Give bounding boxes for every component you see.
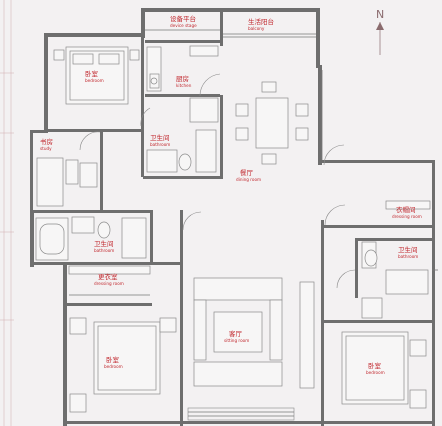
- north-compass: N: [376, 8, 384, 55]
- label-device-stage-en: device stage: [170, 23, 197, 28]
- bedroom-se-furniture: [341, 331, 427, 409]
- bathroom-n-furniture: [146, 129, 217, 173]
- bathroom-w-furniture: [35, 216, 147, 261]
- bedroom-nw-furniture: [53, 46, 140, 105]
- label-dressing-room-e-en: dressing room: [392, 214, 422, 219]
- walls: [30, 8, 435, 426]
- label-bathroom-n-en: bathroom: [150, 142, 170, 147]
- label-study-en: study: [40, 146, 52, 151]
- label-bathroom-e-zh: 卫生间: [398, 245, 418, 254]
- room-labels: 设备平台 device stage 生活阳台 balcony 卧室 bedroo…: [40, 14, 422, 375]
- label-bedroom-se-zh: 卧室: [368, 361, 382, 370]
- dressing-room-w-furniture: [68, 265, 151, 296]
- kitchen-furniture: [146, 45, 219, 123]
- label-bathroom-w-en: bathroom: [94, 248, 114, 253]
- label-sitting-room-en: sitting room: [224, 338, 249, 343]
- label-bedroom-sw-zh: 卧室: [106, 355, 120, 364]
- label-bedroom-se-en: bedroom: [366, 370, 385, 375]
- study-furniture: [36, 131, 101, 207]
- label-dining-room-zh: 餐厅: [240, 168, 254, 177]
- label-bathroom-w-zh: 卫生间: [94, 239, 114, 248]
- doors: [140, 73, 356, 289]
- label-device-stage-zh: 设备平台: [170, 14, 196, 23]
- label-dining-room-en: dining room: [236, 177, 261, 182]
- east-wing-furniture: [361, 200, 431, 319]
- label-bedroom-nw-en: bedroom: [85, 78, 104, 83]
- label-bedroom-sw-en: bedroom: [104, 364, 123, 369]
- windows: [145, 29, 438, 421]
- label-sitting-room-zh: 客厅: [229, 329, 243, 338]
- dimension-strip: [0, 0, 14, 426]
- dining-room-furniture: [235, 81, 309, 165]
- label-kitchen-en: kitchen: [176, 83, 192, 88]
- north-arrow-icon: [376, 22, 384, 30]
- label-balcony-en: balcony: [248, 26, 265, 31]
- compass-label: N: [376, 8, 384, 21]
- label-balcony-zh: 生活阳台: [248, 17, 274, 26]
- label-bathroom-e-en: bathroom: [398, 254, 418, 259]
- label-bathroom-n-zh: 卫生间: [150, 133, 170, 142]
- label-study-zh: 书房: [40, 137, 53, 146]
- bedroom-sw-furniture: [69, 317, 177, 413]
- label-dressing-room-w-zh: 更衣室: [98, 272, 118, 281]
- label-dressing-room-e-zh: 衣帽间: [396, 205, 416, 214]
- sitting-room-furniture: [193, 277, 315, 389]
- label-kitchen-zh: 厨房: [176, 74, 189, 83]
- label-bedroom-nw-zh: 卧室: [85, 69, 99, 78]
- label-dressing-room-w-en: dressing room: [94, 281, 124, 286]
